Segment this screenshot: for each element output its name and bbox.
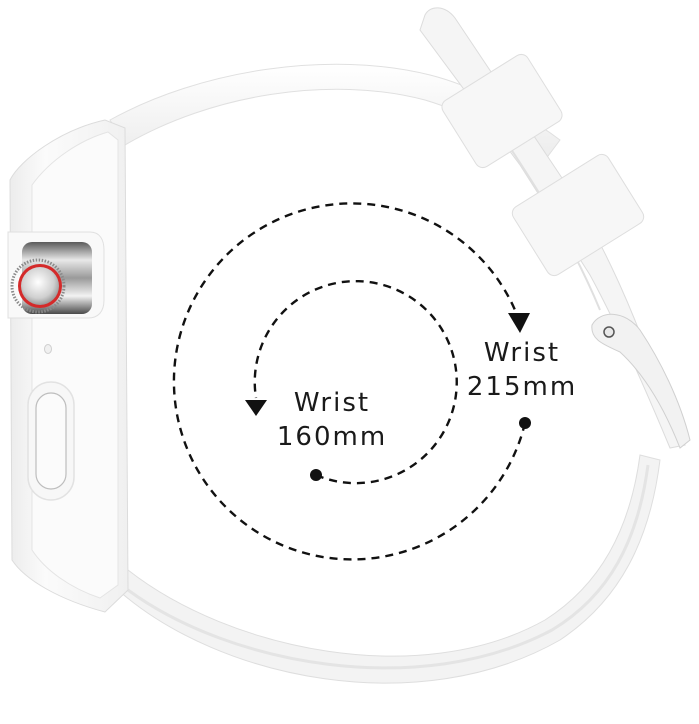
microphone-hole	[44, 344, 52, 354]
crown-knurl	[10, 258, 66, 314]
wrist-160-arc	[245, 279, 458, 485]
side-button[interactable]	[27, 381, 75, 501]
wrist-215-line2: 215mm	[466, 372, 578, 402]
top-strap	[109, 63, 561, 161]
buckle-clasp	[591, 313, 691, 449]
wrist-160-label: Wrist 160mm	[272, 386, 392, 454]
arrow-down-icon	[245, 400, 267, 416]
arc-start-dot	[310, 469, 322, 481]
wrist-160-line2: 160mm	[276, 422, 388, 452]
wrist-215-arc	[172, 202, 531, 561]
clasp-pin-icon	[603, 326, 615, 338]
strap-keeper-upper	[441, 53, 563, 169]
arrow-down-icon	[508, 313, 530, 333]
wrist-215-label: Wrist 215mm	[462, 336, 582, 404]
wrist-215-line1: Wrist	[483, 338, 561, 368]
watch-case	[7, 119, 129, 613]
crown-face	[21, 267, 59, 305]
strap-keeper-lower	[511, 153, 645, 277]
wrist-160-line1: Wrist	[293, 388, 371, 418]
digital-crown[interactable]	[10, 242, 92, 314]
bottom-strap	[117, 454, 661, 684]
arc-start-dot	[519, 417, 531, 429]
